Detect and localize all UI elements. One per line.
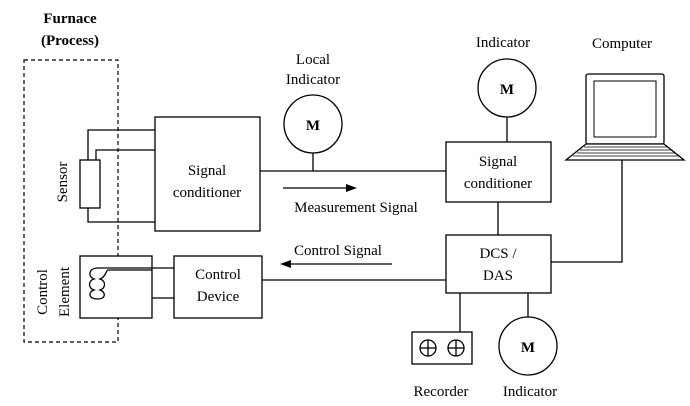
sensor-wire-outer <box>87 129 155 160</box>
computer-label: Computer <box>592 36 652 52</box>
signal-conditioner-right-line2: conditioner <box>464 176 532 192</box>
sensor-element <box>79 159 101 209</box>
signal-conditioner-left-line1: Signal <box>188 163 226 179</box>
furnace-subtitle: (Process) <box>41 33 99 49</box>
signal-conditioner-left-line2: conditioner <box>173 185 241 201</box>
local-indicator: Local Indicator M <box>283 52 343 171</box>
dcs-das-line2: DAS <box>483 268 513 284</box>
signal-conditioner-right: Signal conditioner <box>445 141 552 203</box>
control-element-box <box>79 255 153 319</box>
control-signal-label: Control Signal <box>294 243 382 259</box>
control-device-box <box>173 255 263 319</box>
indicator-bottom: M Indicator <box>498 293 558 400</box>
recorder: Recorder <box>411 293 473 400</box>
furnace-title: Furnace <box>43 11 97 27</box>
local-indicator-label-1: Local <box>296 52 330 68</box>
control-element-label-1: Control <box>35 269 51 315</box>
sensor-label: Sensor <box>55 162 71 203</box>
control-element-label-2: Element <box>57 266 73 317</box>
indicator-bottom-meter-icon <box>498 316 558 376</box>
laptop-icon <box>564 73 686 161</box>
indicator-top-label: Indicator <box>476 35 530 51</box>
indicator-top-symbol: M <box>500 82 514 98</box>
furnace-boundary <box>23 59 119 343</box>
local-indicator-symbol: M <box>306 118 320 134</box>
control-device: Control Device <box>173 255 263 319</box>
signal-conditioner-left: Signal conditioner <box>154 116 261 232</box>
computer-link <box>551 160 623 263</box>
indicator-bottom-symbol: M <box>521 340 535 356</box>
indicator-bottom-label: Indicator <box>503 384 557 400</box>
sensor-wire-inner <box>95 149 155 160</box>
signal-conditioner-left-box <box>154 116 261 232</box>
sensor: Sensor <box>55 129 155 223</box>
dcs-das: DCS / DAS <box>445 234 552 294</box>
furnace-process: Furnace (Process) <box>23 11 119 343</box>
control-arrowhead <box>280 260 291 268</box>
recorder-label: Recorder <box>414 384 469 400</box>
control-device-line2: Device <box>197 289 240 305</box>
signal-conditioner-right-box <box>445 141 552 203</box>
control-element: Control Element <box>35 255 174 319</box>
measurement-signal-label: Measurement Signal <box>294 200 418 216</box>
dcs-das-box <box>445 234 552 294</box>
signal-conditioner-right-line1: Signal <box>479 154 517 170</box>
dcs-das-line1: DCS / <box>479 246 517 262</box>
measurement-arrowhead <box>346 184 357 192</box>
sensor-wire-lower <box>87 208 155 223</box>
coil-icon <box>88 267 152 300</box>
computer: Computer <box>551 36 686 263</box>
control-device-line1: Control <box>195 267 241 283</box>
indicator-top: Indicator M <box>476 35 537 142</box>
local-indicator-label-2: Indicator <box>286 72 340 88</box>
